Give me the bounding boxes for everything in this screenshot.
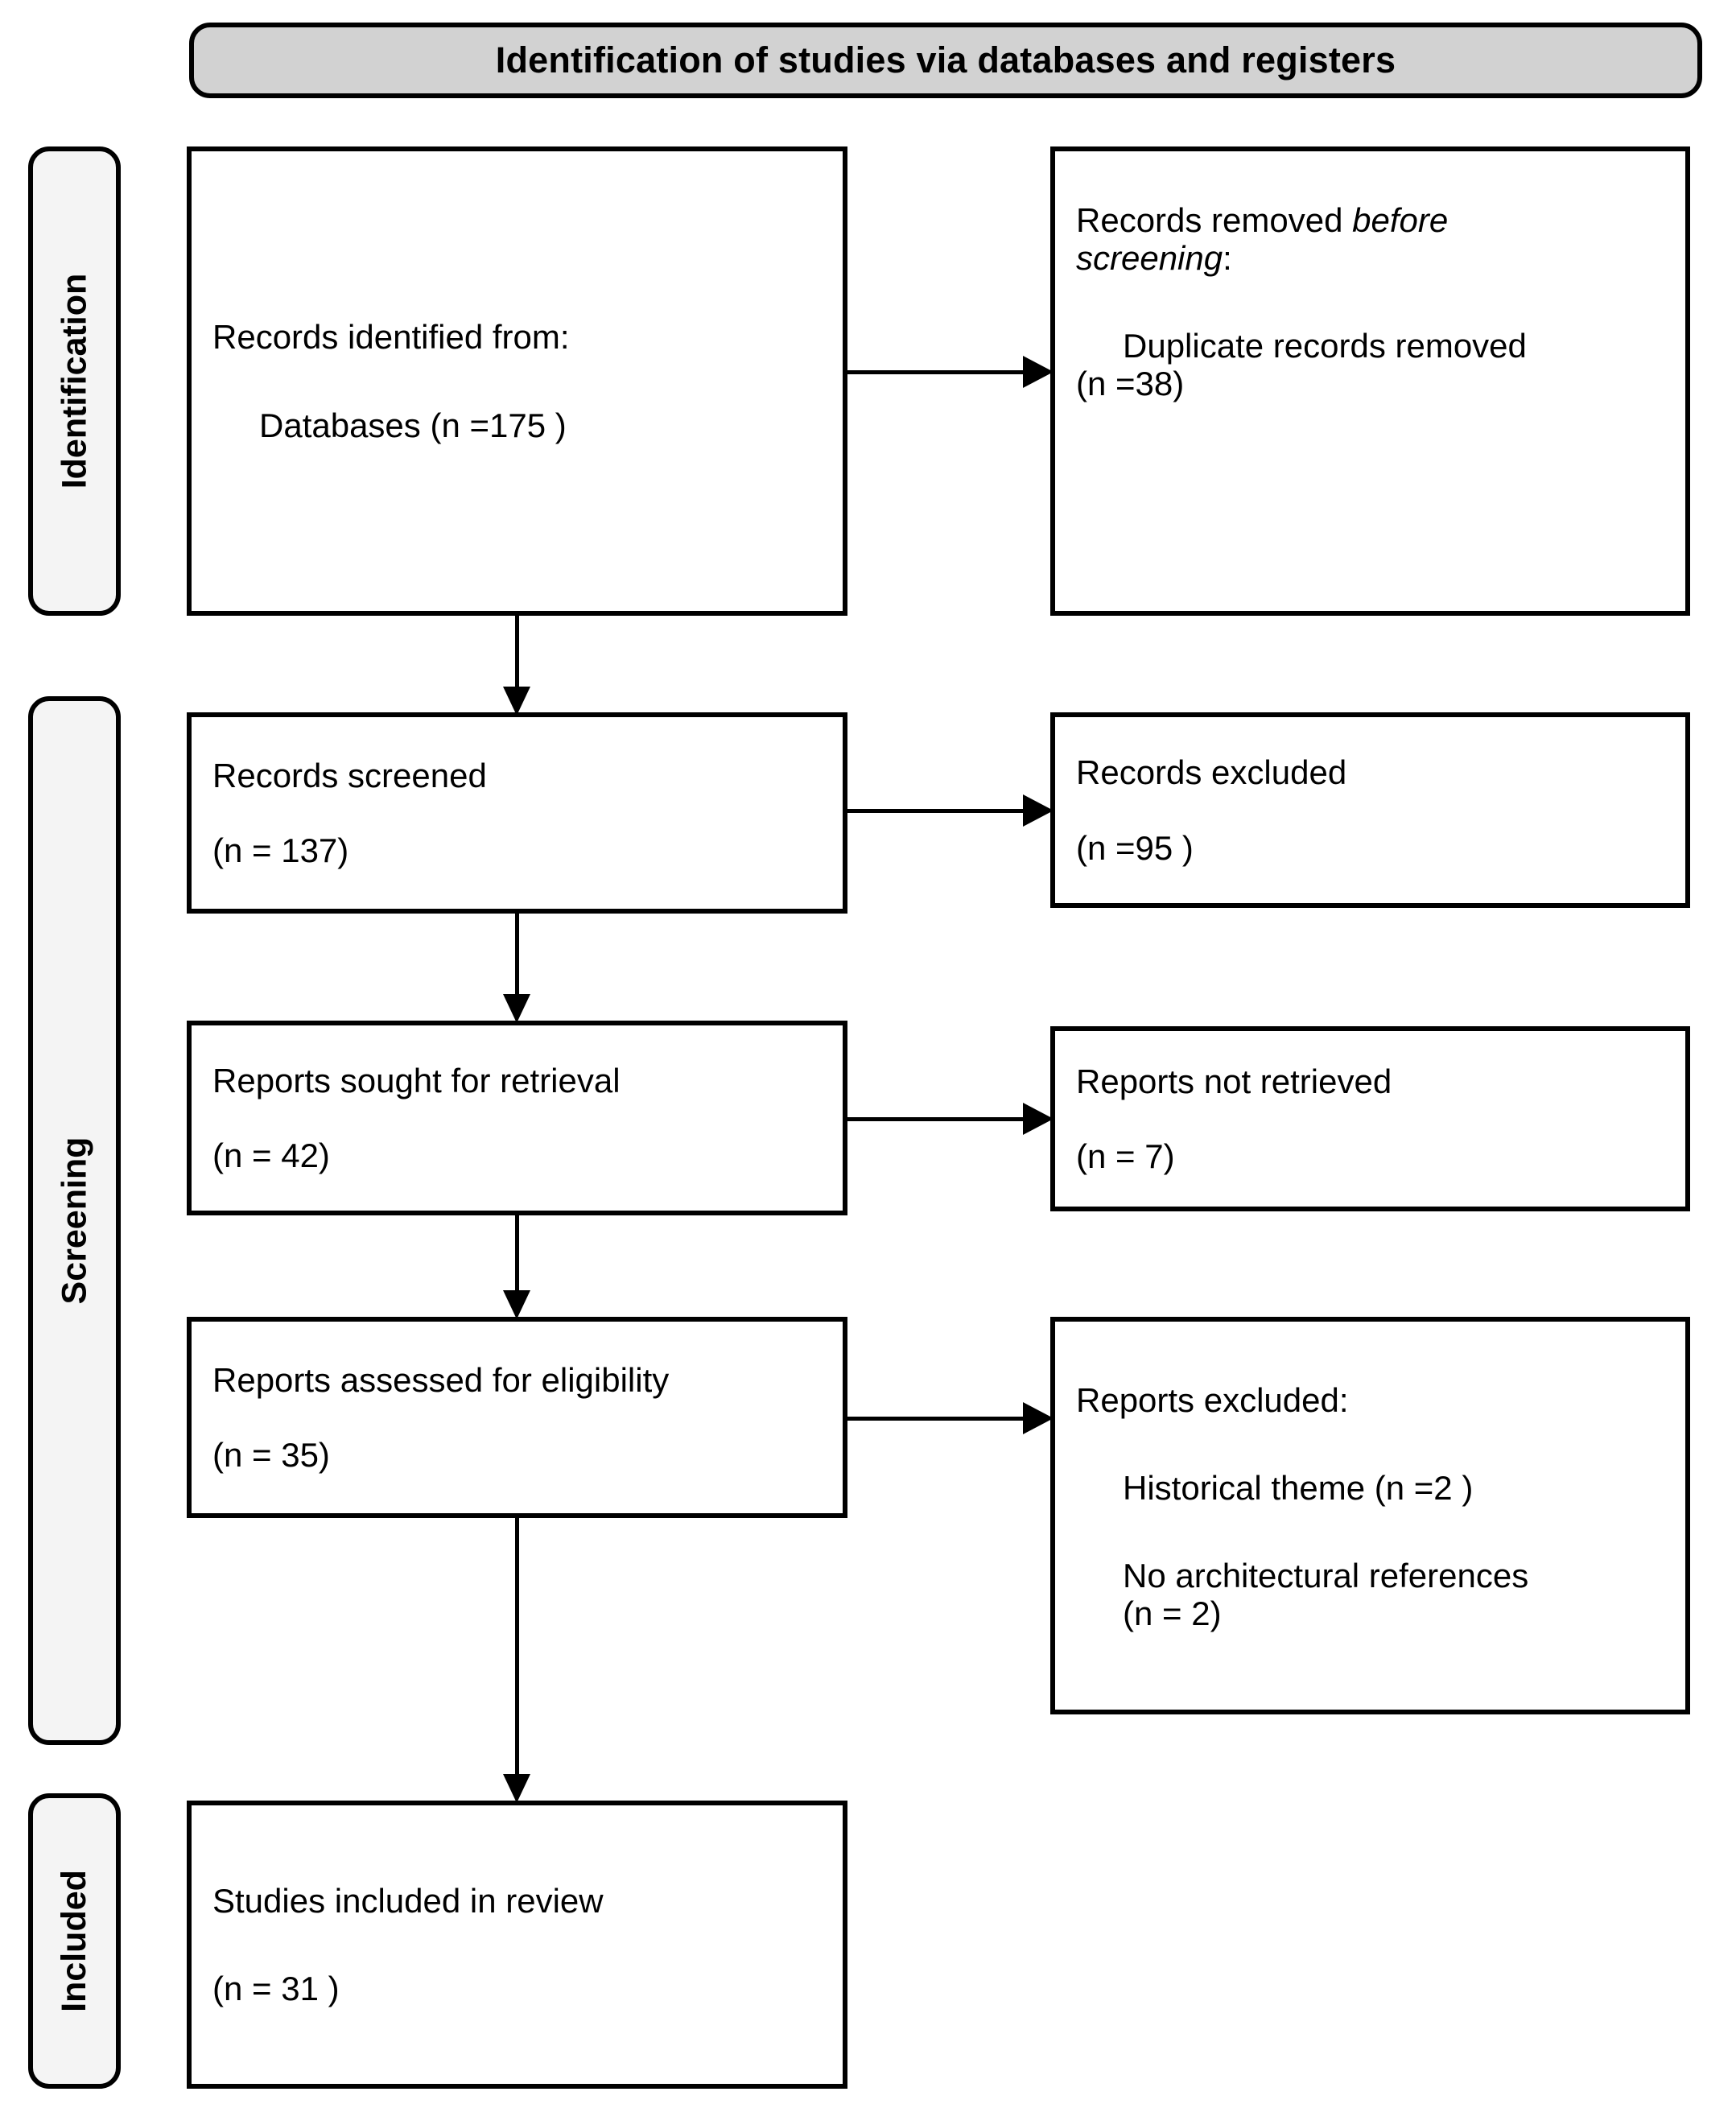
studies-included-line-2: (n = 31 ) <box>212 1970 340 2007</box>
arrow-right-assessed-to-excluded <box>847 1401 1055 1436</box>
arrow-down-screened-to-sought <box>493 914 541 1025</box>
box-studies-included-in-review: Studies included in review (n = 31 ) <box>187 1801 847 2089</box>
arrow-head-down-icon <box>503 1290 530 1319</box>
reports-assessed-line-2: (n = 35) <box>212 1436 330 1474</box>
records-screened-line-1: Records screened <box>212 756 487 794</box>
arrow-shaft <box>847 809 1026 813</box>
box-reports-not-retrieved: Reports not retrieved (n = 7) <box>1050 1026 1690 1211</box>
records-removed-line-2-plain: : <box>1223 239 1232 278</box>
diagram-header-banner: Identification of studies via databases … <box>189 23 1702 98</box>
records-removed-line-3: Duplicate records removed <box>1123 327 1527 365</box>
records-removed-line-4: (n =38) <box>1076 365 1185 403</box>
arrow-right-sought-to-not-retrieved <box>847 1101 1055 1137</box>
reports-sought-line-1: Reports sought for retrieval <box>212 1061 621 1099</box>
box-records-removed-before-screening: Records removed before screening: Duplic… <box>1050 146 1690 616</box>
reports-sought-line-2: (n = 42) <box>212 1137 330 1174</box>
stage-label-identification: Identification <box>55 273 93 489</box>
reports-not-retrieved-line-2: (n = 7) <box>1076 1137 1175 1175</box>
reports-excluded-line-1: Reports excluded: <box>1076 1381 1349 1419</box>
box-reports-sought-for-retrieval: Reports sought for retrieval (n = 42) <box>187 1021 847 1215</box>
arrow-head-right-icon <box>1023 1402 1054 1434</box>
arrow-down-sought-to-assessed <box>493 1215 541 1321</box>
records-identified-line-1: Records identified from: <box>212 318 570 357</box>
stage-label-screening: Screening <box>55 1137 93 1305</box>
arrow-head-down-icon <box>503 687 530 716</box>
records-removed-line-1-plain: Records removed <box>1076 201 1353 239</box>
arrow-shaft <box>515 914 519 997</box>
box-reports-excluded: Reports excluded: Historical theme (n =2… <box>1050 1317 1690 1714</box>
reports-excluded-line-4: (n = 2) <box>1123 1595 1222 1633</box>
reports-assessed-line-1: Reports assessed for eligibility <box>212 1360 670 1399</box>
arrow-right-screened-to-excluded <box>847 793 1055 828</box>
box-reports-assessed-for-eligibility: Reports assessed for eligibility (n = 35… <box>187 1317 847 1518</box>
box-records-identified: Records identified from: Databases (n =1… <box>187 146 847 616</box>
records-removed-line-2: screening: <box>1076 239 1664 277</box>
arrow-shaft <box>847 370 1026 374</box>
reports-not-retrieved-line-1: Reports not retrieved <box>1076 1062 1392 1100</box>
arrow-down-assessed-to-included <box>493 1518 541 1805</box>
stage-label-included: Included <box>55 1870 94 2012</box>
arrow-down-identified-to-screened <box>493 616 541 716</box>
arrow-head-right-icon <box>1023 356 1054 388</box>
reports-excluded-line-3: No architectural references <box>1123 1557 1529 1595</box>
stage-tab-included: Included <box>28 1793 121 2089</box>
arrow-head-right-icon <box>1023 794 1054 827</box>
records-excluded-line-1: Records excluded <box>1076 753 1347 792</box>
arrow-shaft <box>847 1117 1026 1121</box>
arrow-shaft <box>847 1417 1026 1421</box>
studies-included-line-1: Studies included in review <box>212 1881 604 1920</box>
records-removed-line-2-italic: screening <box>1076 239 1223 278</box>
stage-tab-screening: Screening <box>28 696 121 1745</box>
box-records-excluded: Records excluded (n =95 ) <box>1050 712 1690 908</box>
stage-tab-identification: Identification <box>28 146 121 616</box>
arrow-head-down-icon <box>503 1774 530 1803</box>
reports-excluded-line-2: Historical theme (n =2 ) <box>1123 1469 1474 1508</box>
page-title: Identification of studies via databases … <box>495 39 1396 80</box>
records-removed-line-1: Records removed before <box>1076 201 1664 239</box>
arrow-shaft <box>515 1215 519 1293</box>
box-records-screened: Records screened (n = 137) <box>187 712 847 914</box>
records-excluded-line-2: (n =95 ) <box>1076 828 1194 867</box>
records-removed-line-1-italic: before <box>1352 201 1449 239</box>
arrow-right-identified-to-removed <box>847 354 1055 390</box>
records-screened-line-2: (n = 137) <box>212 831 349 869</box>
records-identified-line-2: Databases (n =175 ) <box>259 406 567 444</box>
arrow-head-right-icon <box>1023 1103 1054 1135</box>
arrow-head-down-icon <box>503 994 530 1023</box>
arrow-shaft <box>515 616 519 690</box>
arrow-shaft <box>515 1518 519 1777</box>
